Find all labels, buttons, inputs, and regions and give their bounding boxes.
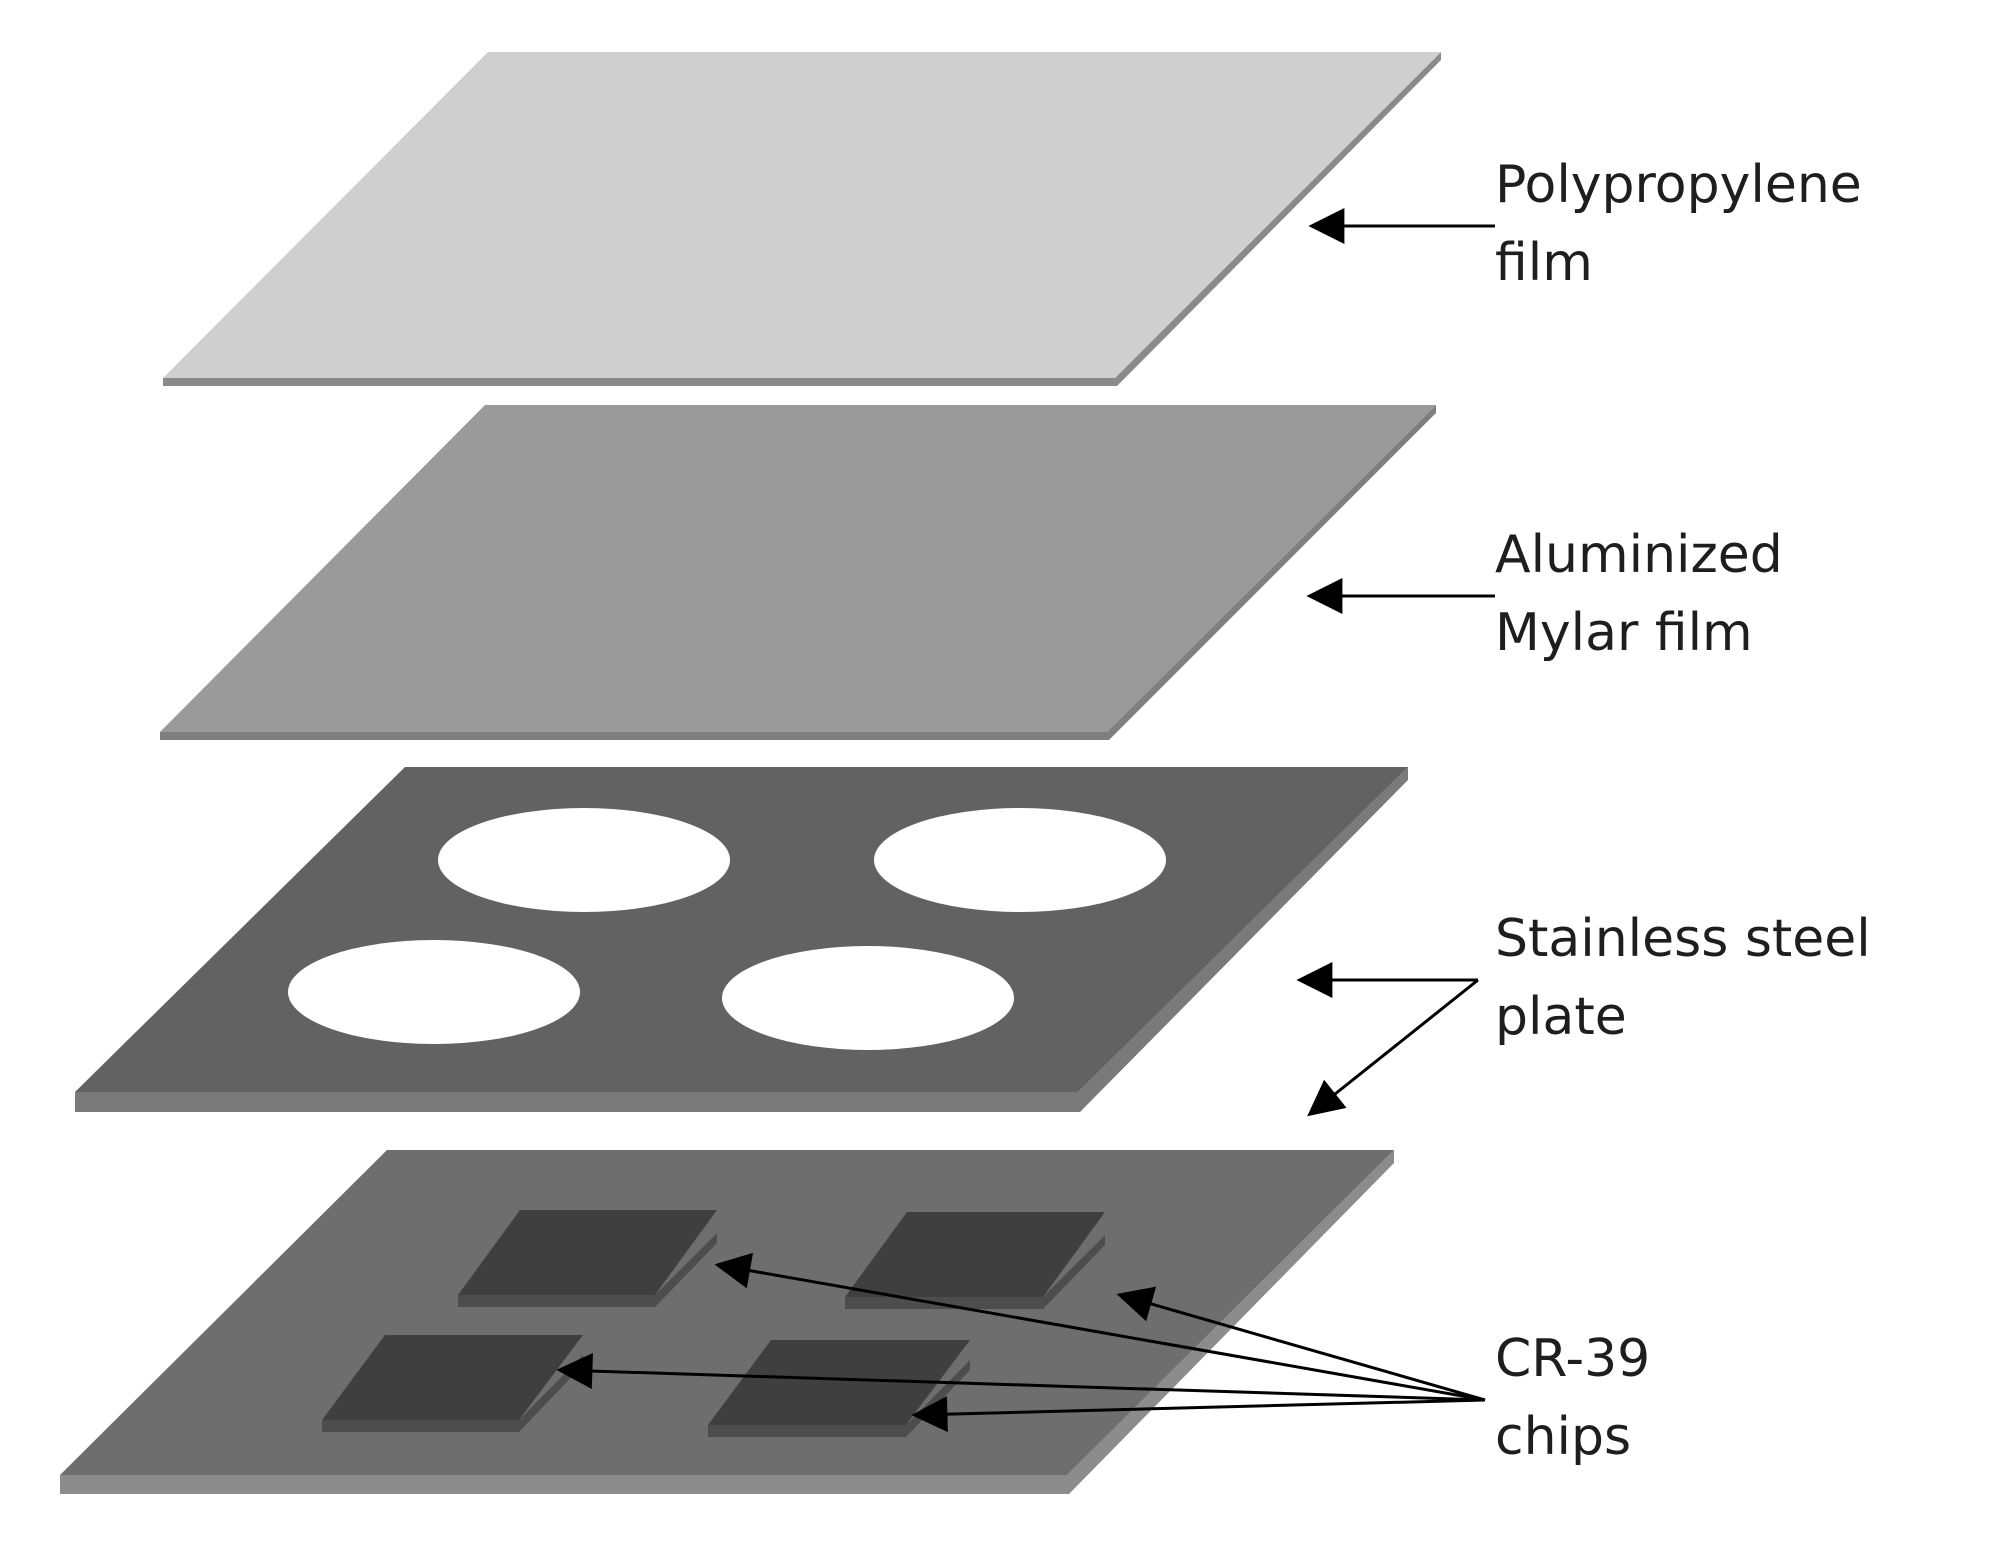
polypropylene-film-layer <box>163 52 1441 386</box>
polypropylene-film-label: Polypropylene film <box>1495 146 1862 302</box>
steel-plate-hole <box>722 946 1014 1050</box>
steel-label-line2: plate <box>1495 987 1627 1047</box>
steel-plate-hole <box>874 808 1166 912</box>
mylar-label-line2: Mylar film <box>1495 603 1753 663</box>
steel-plate-top <box>75 767 1408 1092</box>
cr39-arrow-front-left <box>556 1353 1486 1402</box>
cr39-arrow-back-left <box>714 1252 1486 1402</box>
mylar-film-layer <box>160 405 1436 740</box>
stainless-steel-plate-layer <box>75 767 1408 1112</box>
polypropylene-film-sheet <box>163 52 1441 378</box>
arrows-group <box>556 208 1495 1433</box>
cr39-arrow-front-right <box>911 1396 1486 1433</box>
cr39-chip <box>708 1340 970 1437</box>
cr39-arrow-back-right <box>1116 1286 1486 1402</box>
mylar-film-label: Aluminized Mylar film <box>1495 516 1783 672</box>
cr39-chip <box>458 1210 717 1307</box>
mylar-film-sheet <box>160 405 1436 732</box>
steel-plate-hole <box>438 808 730 912</box>
steel-arrow-lower <box>1307 978 1479 1117</box>
cr39-chip <box>322 1335 583 1432</box>
stainless-steel-plate-label: Stainless steel plate <box>1495 900 1871 1056</box>
polypropylene-label-line1: Polypropylene <box>1495 155 1862 215</box>
cr39-label-line2: chips <box>1495 1407 1632 1467</box>
polypropylene-label-line2: film <box>1495 233 1593 293</box>
cr39-chips-label: CR-39 chips <box>1495 1320 1650 1476</box>
steel-plate-hole <box>288 940 580 1044</box>
cr39-label-line1: CR-39 <box>1495 1329 1651 1389</box>
steel-label-line1: Stainless steel <box>1495 909 1871 969</box>
cr39-base-plate-layer <box>60 1150 1394 1494</box>
cr39-chip <box>845 1212 1105 1309</box>
mylar-label-line1: Aluminized <box>1495 525 1783 585</box>
